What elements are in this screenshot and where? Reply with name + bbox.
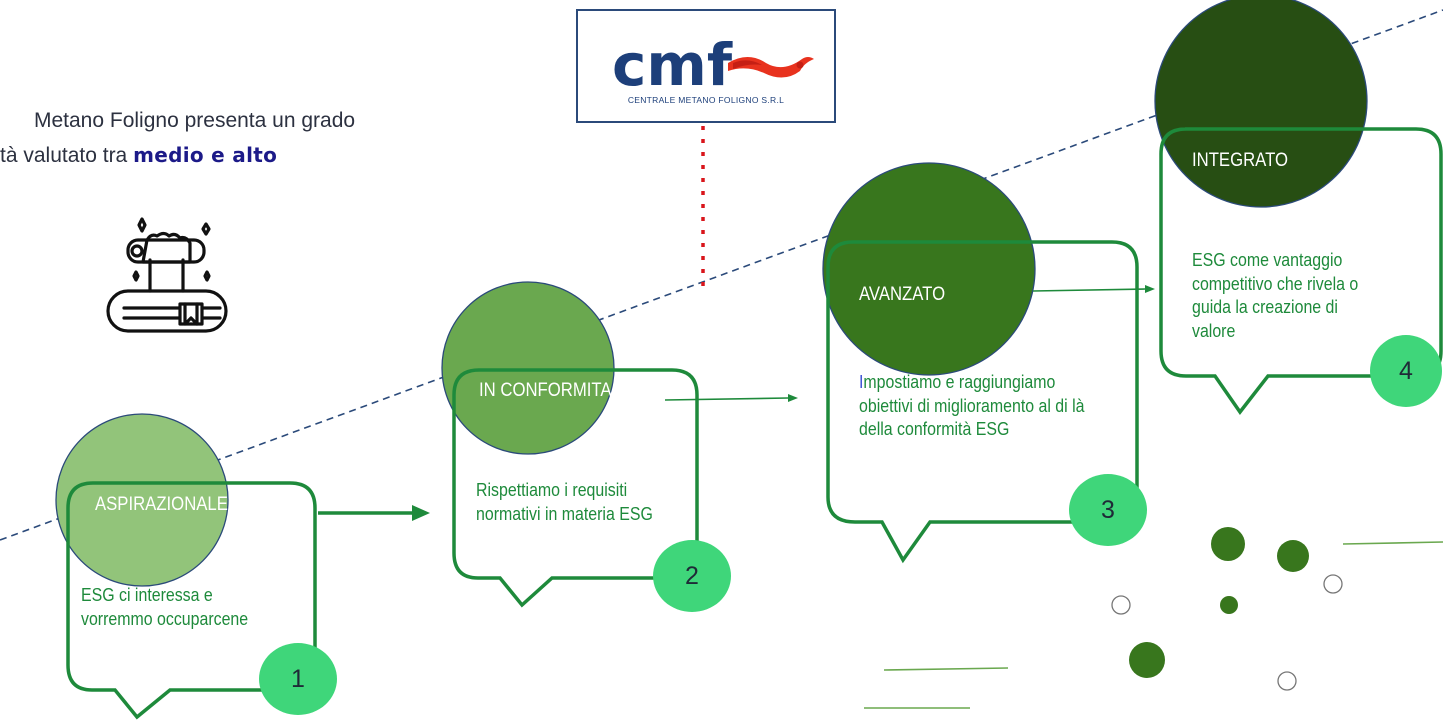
stage-1-desc-initial: E	[81, 584, 92, 605]
decor-dot	[1211, 527, 1245, 561]
stage-1-description: ESG ci interessa e vorremmo occuparcene	[81, 583, 279, 630]
stage-4-badge: 4	[1370, 335, 1442, 407]
trophy-book-icon	[106, 217, 228, 333]
stage-1-badge: 1	[259, 643, 337, 715]
decor-dot	[1220, 596, 1238, 614]
arrow-2-3	[664, 397, 789, 401]
stage-3-circle	[822, 162, 1036, 376]
stage-1-title: ASPIRAZIONALE	[95, 494, 228, 515]
intro-text: Metano Foligno presenta un grado tà valu…	[0, 104, 560, 173]
stage-1-callout	[66, 481, 317, 720]
stage-4-callout	[1159, 127, 1443, 415]
stage-3-title: AVANZATO	[859, 284, 946, 305]
stage-3-callout	[826, 240, 1139, 564]
stage-2-callout	[452, 368, 699, 608]
cmf-logo-flame	[728, 57, 814, 78]
decor-ring	[1111, 595, 1131, 615]
maturity-trajectory-line	[0, 9, 1443, 541]
stage-1-circle	[55, 413, 229, 587]
arrow-3-4	[1032, 288, 1146, 292]
logo-subtitle: CENTRALE METANO FOLIGNO S.R.L	[627, 95, 785, 105]
decor-ring	[1323, 574, 1343, 594]
decor-line	[883, 667, 1009, 671]
decor-dot	[1277, 540, 1309, 572]
stage-4-circle	[1154, 0, 1368, 208]
intro-line-2: tà valutato tra medio e alto	[0, 138, 560, 173]
stage-2-desc-rest: ispettiamo i requisiti normativi in mate…	[476, 479, 653, 524]
company-logo: cmf CENTRALE METANO FOLIGNO S.R.L	[576, 9, 836, 123]
stage-1-desc-rest: SG ci interessa e vorremmo occuparcene	[81, 584, 249, 629]
decor-line	[1342, 541, 1443, 545]
stage-2-badge: 2	[653, 540, 731, 612]
stage-3-desc-initial: I	[859, 371, 864, 392]
arrow-1-2-head	[412, 505, 430, 521]
stage-2-desc-initial: R	[476, 479, 488, 500]
intro-line-1: Metano Foligno presenta un grado	[34, 109, 356, 132]
arrow-2-3-head	[788, 394, 798, 402]
stage-3-badge: 3	[1069, 474, 1147, 546]
logo-letters: cmf	[612, 31, 733, 99]
arrow-3-4-head	[1145, 285, 1155, 293]
stage-2-description: Rispettiamo i requisiti normativi in mat…	[476, 478, 691, 525]
stage-4-title: INTEGRATO	[1192, 150, 1289, 171]
stage-4-desc-rest: SG come vantaggio competitivo che rivela…	[1192, 249, 1359, 341]
stage-4-description: ESG come vantaggio competitivo che rivel…	[1192, 248, 1386, 342]
intro-line-2-text: tà valutato tra	[0, 144, 134, 167]
stage-2-title: IN CONFORMITA	[479, 380, 612, 401]
intro-highlight: medio e alto	[133, 143, 278, 167]
cmf-logo-mark: cmf	[612, 31, 814, 99]
stage-3-description: Impostiamo e raggiungiamo obiettivi di m…	[859, 370, 1091, 441]
stage-4-desc-initial: E	[1192, 249, 1203, 270]
stage-2-circle	[441, 281, 615, 455]
decor-ring	[1277, 671, 1297, 691]
stage-3-desc-rest: mpostiamo e raggiungiamo obiettivi di mi…	[859, 371, 1085, 439]
decor-dot	[1129, 642, 1165, 678]
